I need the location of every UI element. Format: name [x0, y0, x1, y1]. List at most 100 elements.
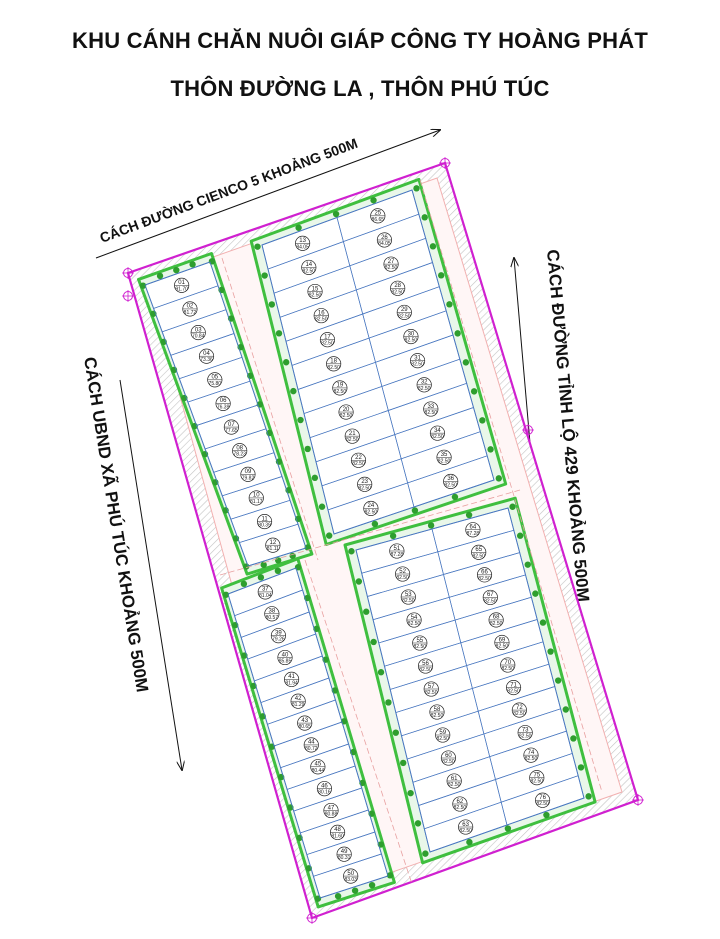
lot-area: 81.04	[259, 593, 272, 599]
lot-area: 83.03	[344, 877, 357, 883]
lot-number: 49	[341, 849, 348, 855]
tree-icon	[348, 548, 355, 555]
lot-number: 45	[315, 762, 322, 768]
lot-area: 76.39	[217, 404, 230, 410]
lot-number: 60	[445, 753, 452, 759]
lot-number: 69	[499, 637, 506, 643]
lot-area: 91.70	[175, 286, 188, 292]
tree-icon	[554, 677, 562, 684]
tree-icon	[562, 706, 570, 713]
lot-area: 82.50	[484, 598, 497, 604]
direction-label-left: CÁCH UBND XÃ PHÚ TÚC KHOẢNG 500M	[80, 355, 153, 693]
lot-area: 82.50	[411, 362, 424, 368]
lot-area: 82.50	[346, 437, 359, 443]
lot-number: 68	[493, 615, 500, 621]
tree-icon	[524, 561, 531, 568]
arrow-left	[119, 379, 182, 770]
tree-icon	[427, 522, 435, 529]
tree-icon	[465, 511, 473, 519]
lot-number: 07	[228, 422, 235, 428]
lot-number: 46	[321, 783, 328, 789]
lot-number: 64	[470, 525, 477, 531]
lot-number: 56	[422, 661, 429, 667]
tree-icon	[371, 520, 379, 528]
lot-number: 61	[451, 776, 458, 782]
lot-area: 84.05	[378, 241, 391, 247]
lot-number: 34	[434, 428, 441, 434]
lot-area: 82.50	[459, 828, 472, 834]
lot-number: 62	[457, 799, 464, 805]
lot-area: 73.36	[200, 357, 213, 363]
lot-area: 80.57	[266, 615, 279, 621]
tree-icon	[268, 301, 276, 308]
block-bottom-left: 3781.043880.573979.264085.854181.944281.…	[220, 557, 396, 909]
tree-icon	[399, 759, 407, 767]
lot-area: 81.29	[292, 702, 305, 708]
lot-area: 82.50	[431, 434, 444, 440]
lot-area: 82.50	[309, 293, 322, 299]
lot-area: 82.50	[408, 621, 421, 627]
lot-number: 43	[301, 718, 308, 724]
tree-icon	[274, 567, 282, 575]
lot-number: 17	[324, 335, 331, 341]
lot-area: 78.23	[233, 452, 246, 458]
lot-number: 11	[261, 516, 268, 522]
lot-area: 80.39	[258, 523, 271, 529]
tree-icon	[392, 729, 400, 736]
lot: 71 82.50	[471, 663, 556, 712]
tree-icon	[413, 185, 420, 192]
lot-area: 82.50	[385, 265, 398, 271]
road-centerline	[219, 489, 521, 576]
tree-icon	[451, 493, 459, 501]
lot-number: 31	[414, 355, 421, 361]
tree-icon	[570, 735, 577, 742]
tree-icon	[532, 590, 539, 597]
lot-outline	[500, 775, 585, 826]
lot-area: 85.85	[279, 659, 292, 665]
lot-number: 65	[475, 547, 482, 553]
tree-icon	[509, 503, 516, 510]
tree-icon	[539, 619, 547, 626]
tree-icon	[370, 197, 377, 204]
lot-number: 71	[510, 682, 517, 688]
tree-icon	[208, 258, 216, 265]
lot-area: 82.50	[501, 666, 514, 672]
lot-area: 80.65	[298, 724, 311, 730]
road-centerline	[304, 559, 413, 885]
tree-icon	[304, 544, 311, 551]
tree-icon	[355, 578, 363, 585]
tree-icon	[156, 272, 164, 280]
lot-area: 79.26	[272, 637, 285, 643]
lot-number: 14	[305, 262, 312, 268]
lot-area: 82.50	[536, 801, 549, 807]
lot-area: 79.82	[242, 475, 255, 481]
tree-icon	[487, 446, 494, 453]
lot-number: 73	[522, 727, 529, 733]
tree-icon	[173, 266, 180, 274]
lot-area: 82.50	[454, 805, 467, 811]
tree-icon	[282, 359, 290, 366]
lot-number: 76	[539, 795, 546, 801]
site-area: 0191.700281.720370.840473.360575.800676.…	[122, 157, 644, 924]
lot-area: 82.50	[425, 410, 438, 416]
lot-number: 75	[533, 772, 540, 778]
tree-icon	[421, 214, 428, 221]
lot-number: 38	[269, 609, 276, 615]
tree-icon	[351, 887, 359, 894]
tree-icon	[407, 789, 414, 797]
lot-area: 82.50	[448, 782, 461, 788]
tree-icon	[389, 532, 397, 540]
lot-area: 82.50	[414, 644, 427, 650]
lot-area: 70.84	[192, 334, 205, 340]
lot-area: 82.50	[352, 461, 365, 467]
